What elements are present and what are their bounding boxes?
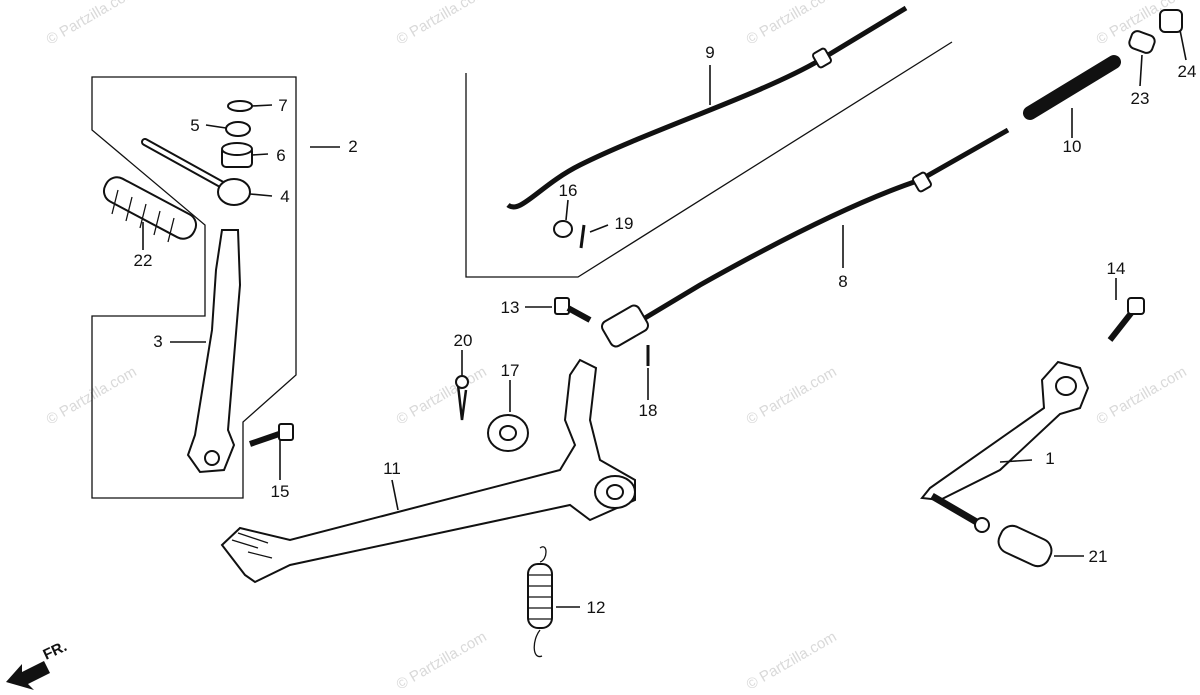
bolt-13 [554,297,592,323]
callout-12: 12 [587,598,606,617]
callout-13: 13 [501,298,520,317]
callout-15: 15 [271,482,290,501]
rod-8-collar [912,171,932,193]
spring-12 [527,546,553,658]
callout-2: 2 [348,137,357,156]
callout-22: 22 [134,251,153,270]
callout-20: 20 [454,331,473,350]
callout-4: 4 [280,187,289,206]
front-direction-label: FR. [41,638,70,664]
callout-21: 21 [1089,547,1108,566]
brake-pedal-tread [231,532,273,559]
bolt-15 [249,423,294,447]
pin-19 [579,224,586,249]
shift-rubber-21 [997,524,1053,568]
nut-16 [553,220,573,238]
callout-8: 8 [838,272,847,291]
callout-18: 18 [639,401,658,420]
rod-9 [506,5,908,210]
callout-14: 14 [1107,259,1126,278]
callout-17: 17 [501,361,520,380]
shift-pedal-bore [1055,376,1077,396]
assembly-bracket [91,76,297,499]
cotter-pin-head [455,375,469,389]
washer-17 [487,414,529,452]
leader-lines [142,29,1187,608]
callout-24: 24 [1178,62,1197,81]
callout-7: 7 [278,96,287,115]
callout-9: 9 [705,43,714,62]
watermark: © Partzilla.com [44,0,140,48]
cap-24 [1159,9,1183,33]
rod-9-collar [812,47,832,69]
cotter-pin-20 [456,384,468,421]
watermark: © Partzilla.com [1094,363,1190,428]
pedal-arm [186,229,242,474]
watermark: © Partzilla.com [394,0,490,48]
rod-8 [623,127,1010,333]
brake-pedal-bore [606,484,624,500]
washer-7 [227,100,253,112]
pivot-shaft [141,138,251,206]
watermark: © Partzilla.com [394,363,490,428]
watermark: © Partzilla.com [394,628,490,693]
spring-10 [1023,55,1121,120]
callout-5: 5 [190,116,199,135]
callout-11: 11 [383,459,401,478]
callout-16: 16 [559,181,578,200]
callout-1: 1 [1045,449,1054,468]
front-direction-arrow: FR. [6,638,70,690]
watermark: © Partzilla.com [744,363,840,428]
collar-23 [1128,30,1156,54]
bolt-14 [1107,297,1145,342]
rod-assembly-bracket [465,41,953,278]
callout-3: 3 [153,332,162,351]
shift-pedal-peg [930,492,982,528]
callout-23: 23 [1131,89,1150,108]
callout-labels: 1 2 3 4 5 6 7 8 9 10 11 12 13 14 15 16 1… [134,43,1197,617]
shift-pedal-peg-end [974,517,990,533]
rod-8-clevis [601,304,649,348]
callout-19: 19 [615,214,634,233]
bushing-6 [221,142,253,168]
callout-10: 10 [1063,137,1082,156]
shift-pedal [920,360,1090,502]
pedal-arm-eye [204,450,220,466]
washer-5 [225,121,251,137]
watermark: © Partzilla.com [744,628,840,693]
brake-pedal [220,358,636,584]
rubber-grip [102,176,198,243]
callout-6: 6 [276,146,285,165]
watermark: © Partzilla.com [744,0,840,48]
